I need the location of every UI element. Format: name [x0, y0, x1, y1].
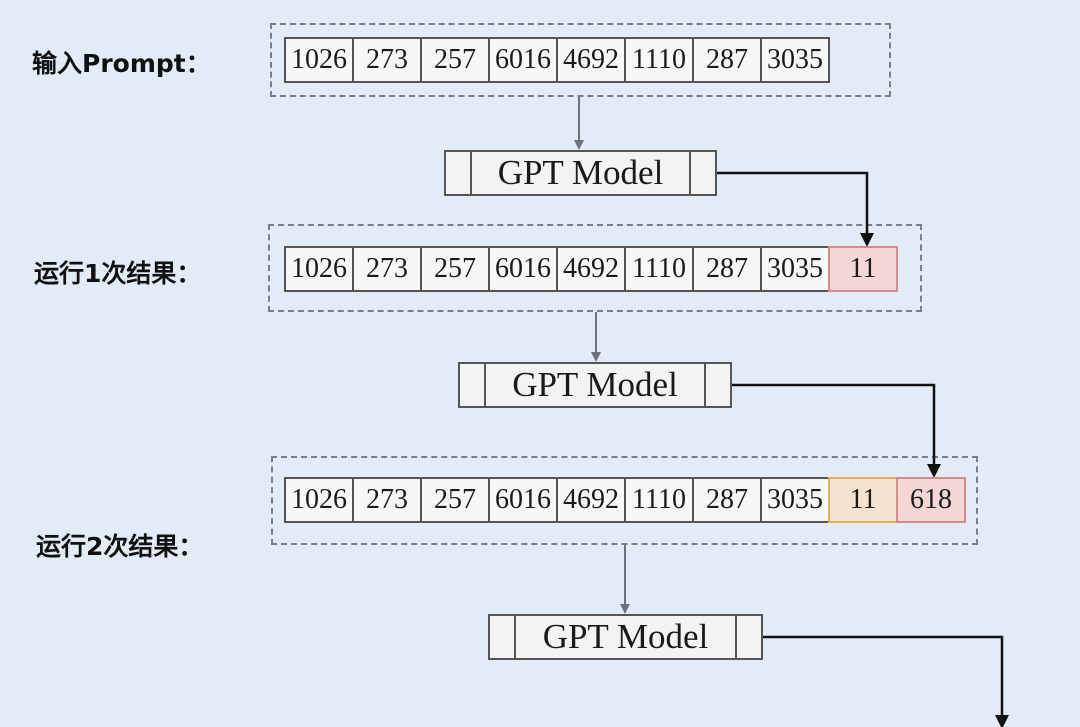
model-left-cap	[460, 364, 486, 406]
token-cell: 273	[352, 477, 422, 523]
token-cell: 4692	[556, 37, 626, 83]
gpt-model-block-1: GPT Model	[444, 150, 717, 196]
token-cell: 1026	[284, 477, 354, 523]
token-cell: 273	[352, 246, 422, 292]
token-cell: 1110	[624, 477, 694, 523]
input-prompt-group	[270, 23, 891, 97]
previous-new-token-cell: 11	[828, 477, 898, 523]
token-cell: 4692	[556, 477, 626, 523]
run-1-result-tokens: 1026 273 257 6016 4692 1110 287 3035 11	[284, 246, 898, 292]
token-cell: 3035	[760, 246, 830, 292]
run-2-result-group	[271, 456, 978, 545]
model-label: GPT Model	[542, 617, 709, 656]
label-run-1-result: 运行1次结果：	[34, 259, 202, 288]
model-label: GPT Model	[497, 153, 664, 192]
new-token-cell: 11	[828, 246, 898, 292]
model-left-cap	[446, 152, 472, 194]
model-right-cap	[689, 152, 715, 194]
token-cell: 257	[420, 477, 490, 523]
input-prompt-tokens: 1026 273 257 6016 4692 1110 287 3035	[284, 37, 830, 83]
label-run-2-result: 运行2次结果：	[36, 532, 204, 561]
token-cell: 3035	[760, 477, 830, 523]
model-right-cap	[735, 616, 761, 658]
token-cell: 273	[352, 37, 422, 83]
token-cell: 1110	[624, 246, 694, 292]
token-cell: 4692	[556, 246, 626, 292]
model-left-cap	[490, 616, 516, 658]
run-2-result-tokens: 1026 273 257 6016 4692 1110 287 3035 11 …	[284, 477, 966, 523]
new-token-cell: 618	[896, 477, 966, 523]
token-cell: 287	[692, 477, 762, 523]
run-1-result-group	[268, 224, 922, 312]
token-cell: 3035	[760, 37, 830, 83]
token-cell: 257	[420, 37, 490, 83]
gpt-model-block-3: GPT Model	[488, 614, 763, 660]
token-cell: 1026	[284, 37, 354, 83]
token-cell: 1026	[284, 246, 354, 292]
token-cell: 6016	[488, 246, 558, 292]
model-label: GPT Model	[512, 365, 678, 404]
token-cell: 287	[692, 246, 762, 292]
token-cell: 6016	[488, 477, 558, 523]
gpt-model-block-2: GPT Model	[458, 362, 732, 408]
model-right-cap	[704, 364, 730, 406]
token-cell: 6016	[488, 37, 558, 83]
token-cell: 287	[692, 37, 762, 83]
label-input-prompt: 输入Prompt：	[32, 49, 211, 78]
token-cell: 1110	[624, 37, 694, 83]
model-3-output-arrow	[763, 635, 1009, 727]
token-cell: 257	[420, 246, 490, 292]
